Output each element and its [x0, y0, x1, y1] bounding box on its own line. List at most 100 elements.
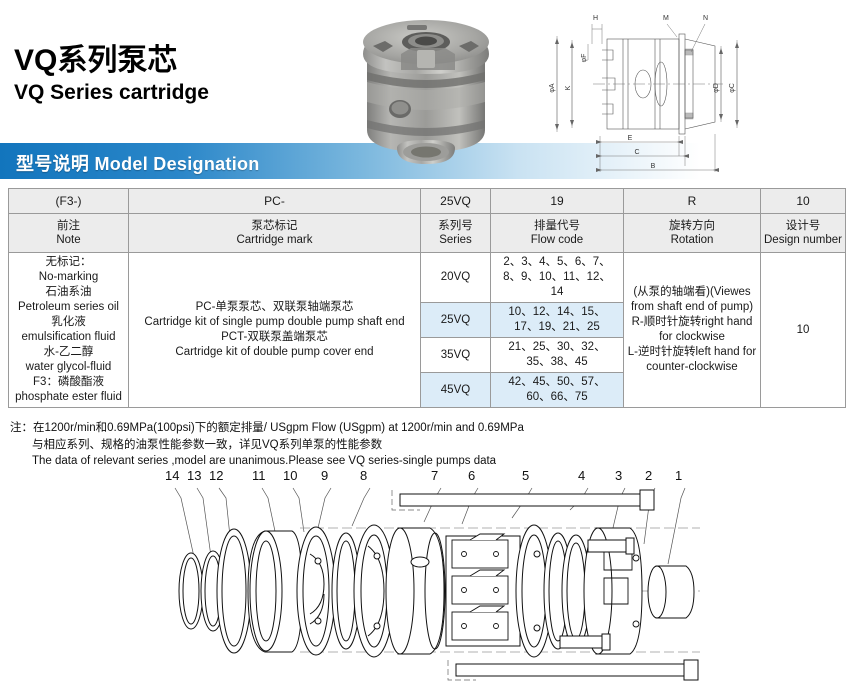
header-rotation-cn: 旋转方向: [669, 220, 715, 232]
note-line-7: water glycol-fluid: [25, 361, 112, 373]
header-series: 系列号 Series: [420, 213, 491, 253]
model-designation-table: (F3-) PC- 25VQ 19 R 10 前注 Note 泵芯标记 Cart…: [8, 188, 846, 408]
rotation-line-1: from shaft end of pump): [630, 301, 754, 313]
header-design-cn: 设计号: [785, 220, 821, 232]
design-number-cell: 10: [760, 252, 846, 408]
flow-code-line-3-0: 42、45、50、57、: [508, 376, 606, 388]
header-mark-cn: 泵芯标记: [251, 220, 298, 232]
note-line-3: Petroleum series oil: [18, 301, 119, 313]
svg-text:E: E: [628, 135, 633, 142]
svg-text:φD: φD: [713, 83, 720, 93]
flow-cell-2: 21、25、30、32、 35、38、45: [490, 337, 624, 373]
note-line-1: No-marking: [38, 271, 99, 283]
series-cell-1: 25VQ: [420, 302, 491, 338]
code-cell-note: (F3-): [8, 188, 129, 214]
table-row-header: 前注 Note 泵芯标记 Cartridge mark 系列号 Series 排…: [8, 213, 846, 253]
flow-code-line-3-1: 60、66、75: [526, 391, 588, 403]
callout-number-1: 1: [675, 468, 683, 483]
header-note-en: Note: [56, 234, 81, 246]
note-line-5: emulsification fluid: [21, 331, 116, 343]
flow-code-line-0-0: 2、3、4、5、6、7、: [503, 256, 611, 268]
rotation-line-5: counter-clockwise: [646, 361, 738, 373]
note-line-9: phosphate ester fluid: [15, 391, 122, 403]
svg-text:φC: φC: [729, 83, 736, 93]
note-line-0: 无标记：: [45, 256, 92, 268]
footnote-block: 注：在1200r/min和0.69MPa(100psi)下的额定排量/ USgp…: [10, 420, 730, 470]
note-line-2: 石油系油: [45, 286, 92, 298]
table-row-body-2: 25VQ 10、12、14、15、 17、19、21、25: [9, 302, 846, 338]
series-cell-2: 35VQ: [420, 337, 491, 373]
svg-text:C: C: [634, 149, 639, 156]
note-line-4: 乳化液: [51, 316, 86, 328]
code-cell-rotation: R: [623, 188, 761, 214]
title-chinese: VQ系列泵芯: [14, 44, 178, 77]
flow-code-line-1-1: 17、19、21、25: [514, 321, 600, 333]
code-cell-mark: PC-: [128, 188, 421, 214]
series-cell-0: 20VQ: [420, 252, 491, 303]
header-flow-cn: 排量代号: [534, 220, 580, 232]
code-cell-flow: 19: [490, 188, 624, 214]
section-banner-label: 型号说明 Model Designation: [16, 154, 260, 174]
table-row-code: (F3-) PC- 25VQ 19 R 10: [8, 188, 846, 214]
svg-text:K: K: [565, 85, 572, 90]
footnote-line-3: The data of relevant series ,model are u…: [32, 455, 497, 467]
callout-number-6: 6: [468, 468, 476, 483]
header-note-cn: 前注: [57, 220, 80, 232]
rotation-line-2: R-顺时针旋转right hand: [631, 316, 753, 328]
page-title: VQ系列泵芯 VQ Series cartridge: [14, 44, 209, 106]
header-design: 设计号 Design number: [760, 213, 846, 253]
code-cell-design: 10: [760, 188, 846, 214]
section-banner: [0, 143, 700, 179]
svg-text:φF: φF: [581, 54, 588, 63]
svg-text:N: N: [703, 15, 708, 22]
header-rotation-en: Rotation: [670, 234, 714, 246]
cartridge-mark-line-1: Cartridge kit of single pump double pump…: [144, 316, 405, 328]
product-photo: [337, 2, 515, 172]
series-cell-3: 45VQ: [420, 372, 491, 408]
callout-number-13: 13: [187, 468, 202, 483]
dimension-drawing: H M N E C B φA K φF φD φC: [545, 4, 850, 182]
rotation-column: (从泵的轴端看)(Viewes from shaft end of pump) R-…: [623, 252, 761, 408]
flow-code-line-2-1: 35、38、45: [526, 356, 588, 368]
cartridge-mark-line-0: PC-单泵泵芯、双联泵轴端泵芯: [195, 301, 354, 313]
flow-code-line-0-2: 14: [550, 286, 564, 298]
header-flow: 排量代号 Flow code: [490, 213, 624, 253]
header-mark: 泵芯标记 Cartridge mark: [128, 213, 421, 253]
rotation-line-3: for clockwise: [659, 331, 725, 343]
header-note: 前注 Note: [8, 213, 129, 253]
cartridge-mark-column: PC-单泵泵芯、双联泵轴端泵芯 Cartridge kit of single p…: [128, 252, 421, 408]
header-series-cn: 系列号: [438, 220, 473, 232]
callout-number-14: 14: [165, 468, 180, 483]
callout-number-2: 2: [645, 468, 653, 483]
header-flow-en: Flow code: [530, 234, 584, 246]
callout-number-11: 11: [252, 468, 266, 483]
title-english: VQ Series cartridge: [14, 81, 209, 104]
note-line-6: 水-乙二醇: [43, 346, 94, 358]
svg-text:H: H: [593, 15, 598, 22]
flow-code-line-1-0: 10、12、14、15、: [508, 306, 606, 318]
svg-text:M: M: [663, 15, 669, 22]
svg-text:B: B: [651, 163, 656, 170]
flow-cell-0: 2、3、4、5、6、7、 8、9、10、11、12、 14: [490, 252, 624, 303]
footnote-label: 注：: [10, 422, 33, 434]
footnote-text-1: 在1200r/min和0.69MPa(100psi)下的额定排量/ USgpm …: [33, 422, 524, 434]
table-row-body-1: 无标记： No-marking 石油系油 Petroleum series oil 乳化…: [8, 252, 846, 408]
cartridge-mark-line-3: Cartridge kit of double pump cover end: [175, 346, 374, 358]
header-mark-en: Cartridge mark: [236, 234, 313, 246]
callout-number-8: 8: [360, 468, 368, 483]
note-line-8: F3：磷酸酯液: [33, 376, 104, 388]
rotation-line-0: (从泵的轴端看)(Viewes: [633, 286, 751, 298]
callout-number-5: 5: [522, 468, 530, 483]
callout-number-9: 9: [321, 468, 329, 483]
footnote-line-2: 与相应系列、规格的油泵性能参数一致，详见VQ系列单泵的性能参数: [32, 438, 383, 451]
flow-code-line-2-0: 21、25、30、32、: [508, 341, 606, 353]
cartridge-mark-line-2: PCT-双联泵盖端泵芯: [221, 331, 328, 343]
flow-code-line-0-1: 8、9、10、11、12、: [503, 271, 611, 283]
flow-cell-3: 42、45、50、57、 60、66、75: [490, 372, 624, 408]
callout-number-7: 7: [431, 468, 439, 483]
callout-number-4: 4: [578, 468, 586, 483]
note-column: 无标记： No-marking 石油系油 Petroleum series oil 乳化…: [8, 252, 129, 408]
rotation-line-4: L-逆时针旋转left hand for: [627, 346, 757, 358]
header-design-en: Design number: [764, 234, 842, 246]
